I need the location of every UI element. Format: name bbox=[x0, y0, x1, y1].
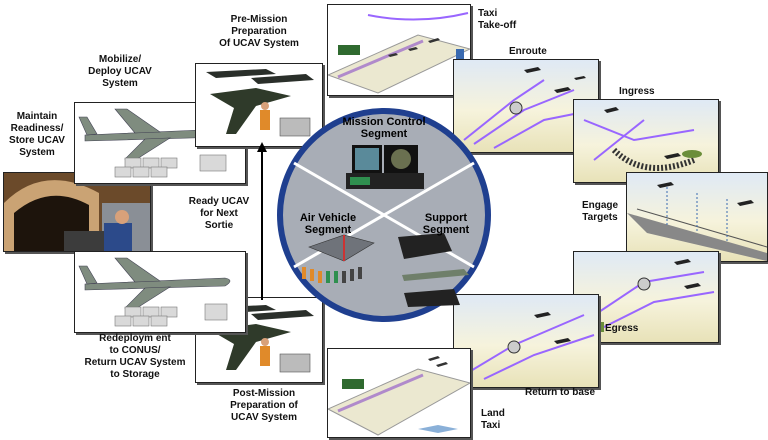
premission-illustration bbox=[206, 69, 314, 137]
maintain-label: Maintain Readiness/ Store UCAV System bbox=[9, 111, 65, 158]
land-taxi-panel bbox=[327, 348, 471, 438]
egress-label: Egress bbox=[605, 323, 639, 334]
air-vehicle-segment-label: Air Vehicle Segment bbox=[299, 212, 357, 236]
postmission-label: Post-Mission Preparation of UCAV System bbox=[230, 388, 298, 423]
support-segment-label: Support Segment bbox=[422, 212, 470, 236]
hangar-image bbox=[4, 173, 150, 251]
land-taxi-label: Land Taxi bbox=[481, 408, 505, 431]
mission-segment-label: Mission Control Segment bbox=[342, 116, 426, 140]
ingress-label: Ingress bbox=[619, 86, 655, 97]
redeploy-label: Redeploym ent to CONUS/ Return UCAV Syst… bbox=[84, 333, 186, 380]
mobilize-label: Mobilize/ Deploy UCAV System bbox=[88, 54, 152, 89]
ready-sortie-arrow bbox=[257, 142, 267, 300]
return-illustration bbox=[463, 312, 595, 380]
transport-aircraft-illustration bbox=[78, 108, 231, 178]
runway-illustration bbox=[328, 12, 470, 94]
landing-illustration bbox=[328, 356, 470, 436]
postmission-panel bbox=[195, 297, 323, 383]
taxi-takeoff-panel bbox=[327, 4, 471, 96]
ingress-panel bbox=[573, 99, 719, 183]
enroute-label: Enroute bbox=[509, 46, 547, 57]
premission-label: Pre-Mission Preparation Of UCAV System bbox=[219, 14, 299, 49]
console-icon bbox=[346, 145, 424, 189]
return-base-label: Return to base bbox=[525, 387, 596, 398]
return-panel bbox=[453, 294, 599, 388]
ingress-illustration bbox=[583, 107, 702, 171]
engage-illustration bbox=[627, 182, 767, 261]
engage-label: Engage Targets bbox=[581, 200, 619, 223]
taxi-takeoff-label: Taxi Take-off bbox=[478, 8, 517, 31]
ready-sortie-label: Ready UCAV for Next Sortie bbox=[188, 196, 250, 231]
redeploy-illustration bbox=[78, 257, 231, 327]
segments-circle bbox=[277, 108, 491, 322]
ucav-icon bbox=[302, 234, 375, 283]
premission-panel bbox=[195, 63, 323, 147]
support-icon bbox=[398, 233, 469, 307]
postmission-illustration bbox=[206, 305, 314, 373]
redeploy-panel bbox=[74, 251, 246, 333]
hangar-photo bbox=[3, 172, 151, 252]
engage-panel bbox=[626, 172, 768, 262]
